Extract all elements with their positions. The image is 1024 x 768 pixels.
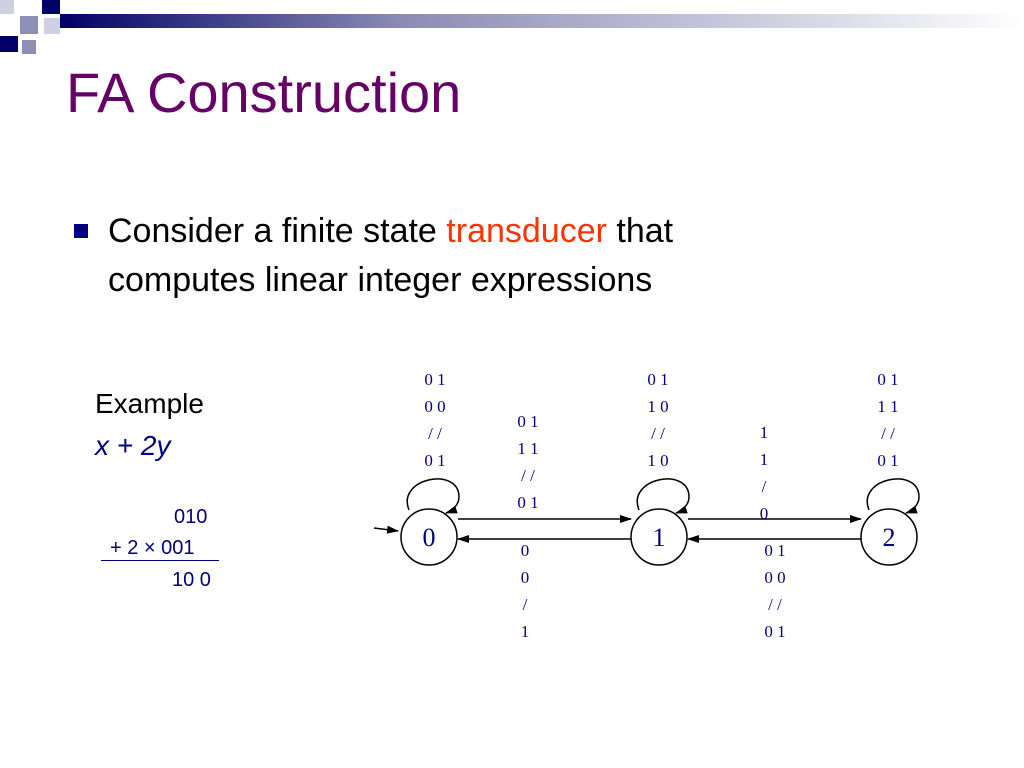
edge01-label-line4: 0 1 (517, 493, 538, 512)
loop2-label-line2: 1 1 (877, 397, 898, 416)
loop0-label-line3: / / (428, 424, 442, 443)
start-arrow (373, 525, 399, 534)
loop1-label-line1: 0 1 (647, 370, 668, 389)
slide-title: FA Construction (66, 61, 462, 124)
edge01-label-line1: 0 1 (517, 412, 538, 431)
loop0-label-line1: 0 1 (424, 370, 445, 389)
addend-2: + 2 × 001 (110, 537, 195, 559)
edge10-label-line1: 0 (521, 541, 530, 560)
loop2-label-line4: 0 1 (877, 451, 898, 470)
loop-1 (636, 478, 690, 514)
bullet-text: Consider a finite state transducer that … (108, 207, 808, 305)
loop1-label-line4: 1 0 (647, 451, 668, 470)
loop1-label-line3: / / (651, 424, 665, 443)
loop0-label-line4: 0 1 (424, 451, 445, 470)
example-expression: x + 2y (95, 430, 171, 461)
state-2-label: 2 (883, 523, 896, 552)
example-label: Example (95, 388, 204, 419)
bullet-text-start: Consider a finite state (108, 212, 447, 250)
edge01-label-line3: / / (521, 466, 535, 485)
edge21-label-line1: 0 1 (764, 541, 785, 560)
loop0-label-line2: 0 0 (424, 397, 445, 416)
state-1: 1 (630, 508, 688, 566)
loop2-label-line3: / / (881, 424, 895, 443)
bullet-text-end: that computes linear integer expressions (108, 212, 674, 299)
edge21-label-line3: / / (768, 595, 782, 614)
state-0-label: 0 (423, 523, 436, 552)
edge12-label-line2: 1 (760, 450, 769, 469)
loop-0 (406, 478, 460, 514)
edge01-label-line2: 1 1 (517, 439, 538, 458)
edge12-label-line4: 0 (760, 504, 769, 523)
addend-1: 010 (174, 506, 208, 528)
loop2-label-line1: 0 1 (877, 370, 898, 389)
loop1-label-line2: 1 0 (647, 397, 668, 416)
sum-result: 10 0 (172, 569, 211, 591)
edge10-label-line4: 1 (521, 622, 530, 641)
state-1-label: 1 (653, 523, 666, 552)
state-0: 0 (400, 508, 458, 566)
edge21-label-line2: 0 0 (764, 568, 785, 587)
edge10-label-line3: / (523, 595, 528, 614)
highlight-transducer: transducer (446, 212, 607, 250)
header-decoration (0, 0, 1024, 54)
sum-rule (101, 560, 219, 561)
edge12-label-line1: 1 (760, 423, 769, 442)
state-2: 2 (860, 508, 918, 566)
edge21-label-line4: 0 1 (764, 622, 785, 641)
square-bullet-icon (74, 224, 88, 238)
edge10-label-line2: 0 (521, 568, 530, 587)
loop-2 (866, 478, 920, 514)
edge12-label-line3: / (762, 477, 767, 496)
